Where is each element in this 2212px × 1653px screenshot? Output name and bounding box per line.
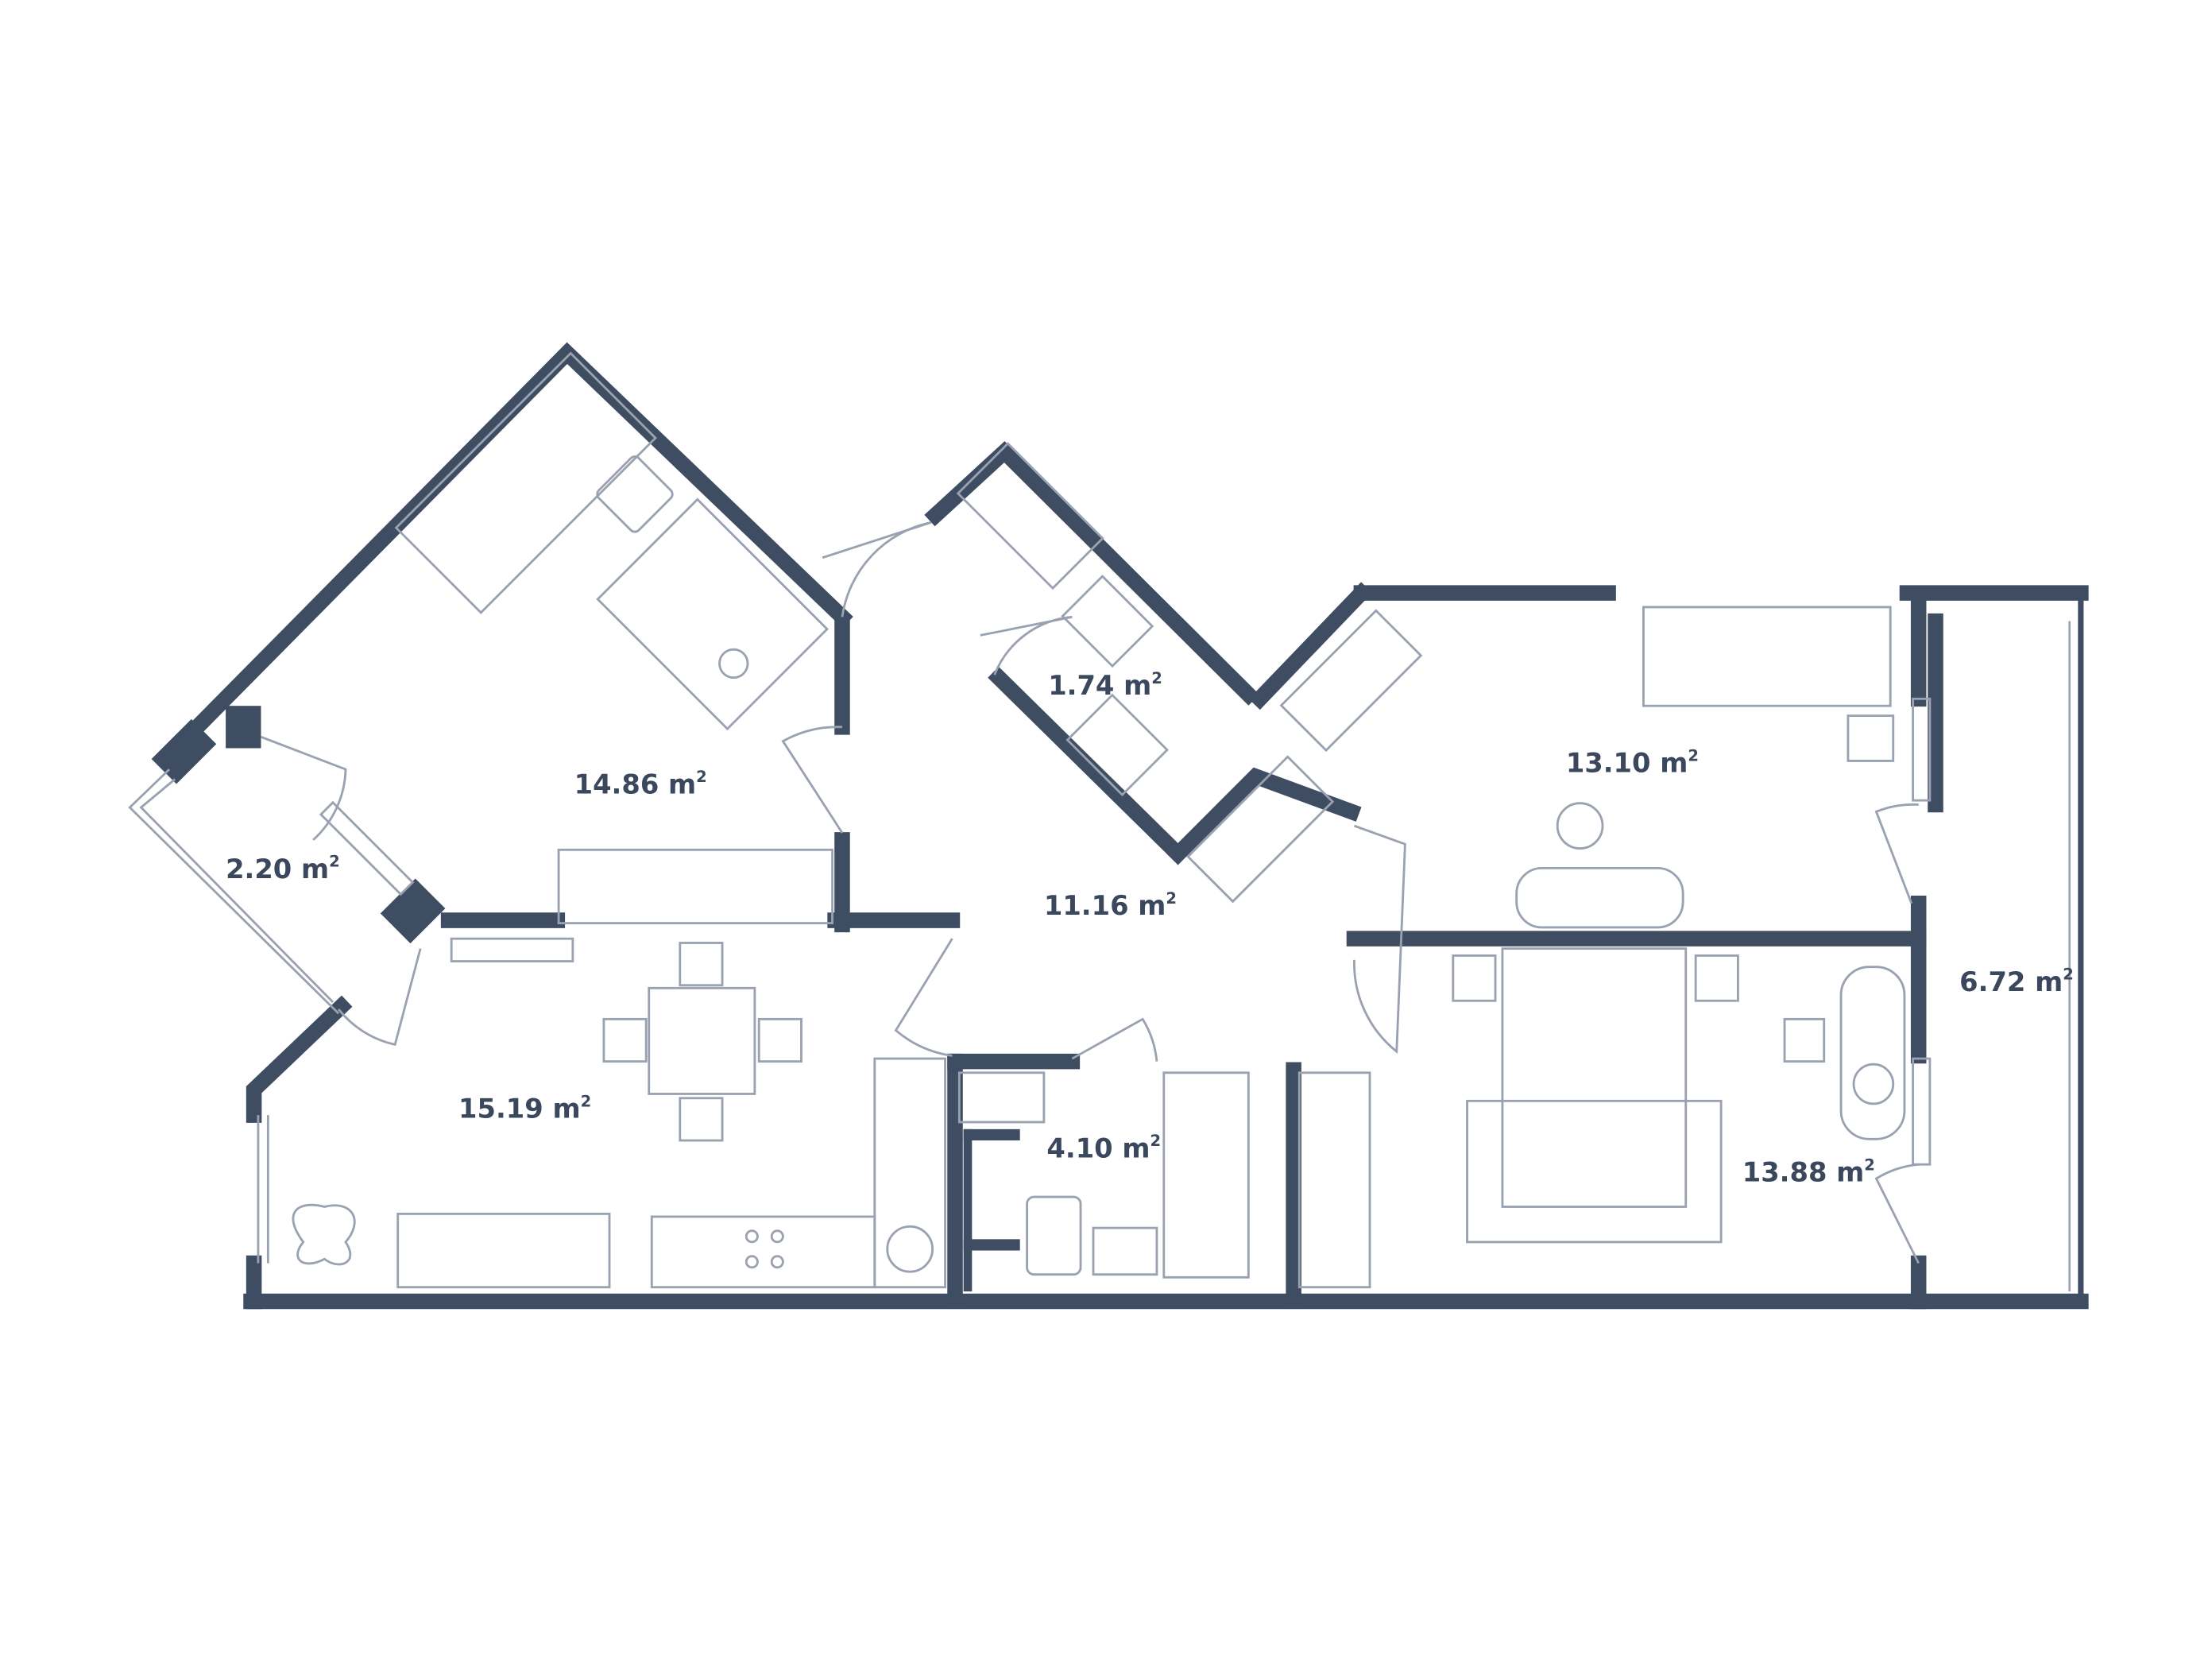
room-area-label: 11.16 m2: [1044, 889, 1177, 921]
furniture: [292, 351, 1906, 1289]
room-area-label: 13.10 m2: [1566, 746, 1699, 778]
windows: [128, 697, 1932, 1264]
doors: [260, 521, 1920, 1264]
room-area-label: 14.86 m2: [574, 768, 707, 799]
room-area-label: 6.72 m2: [1959, 966, 2074, 997]
room-area-label: 15.19 m2: [458, 1092, 591, 1124]
room-labels: 14.86 m2 2.20 m2 15.19 m2 1.74 m2 11.16 …: [226, 669, 2074, 1188]
cooktop: [744, 1229, 784, 1269]
room-area-label: 2.20 m2: [226, 853, 340, 885]
walls: [151, 342, 2089, 1310]
room-area-label: 4.10 m2: [1046, 1132, 1161, 1163]
room-area-label: 1.74 m2: [1048, 669, 1162, 701]
room-area-label: 13.88 m2: [1742, 1156, 1875, 1187]
